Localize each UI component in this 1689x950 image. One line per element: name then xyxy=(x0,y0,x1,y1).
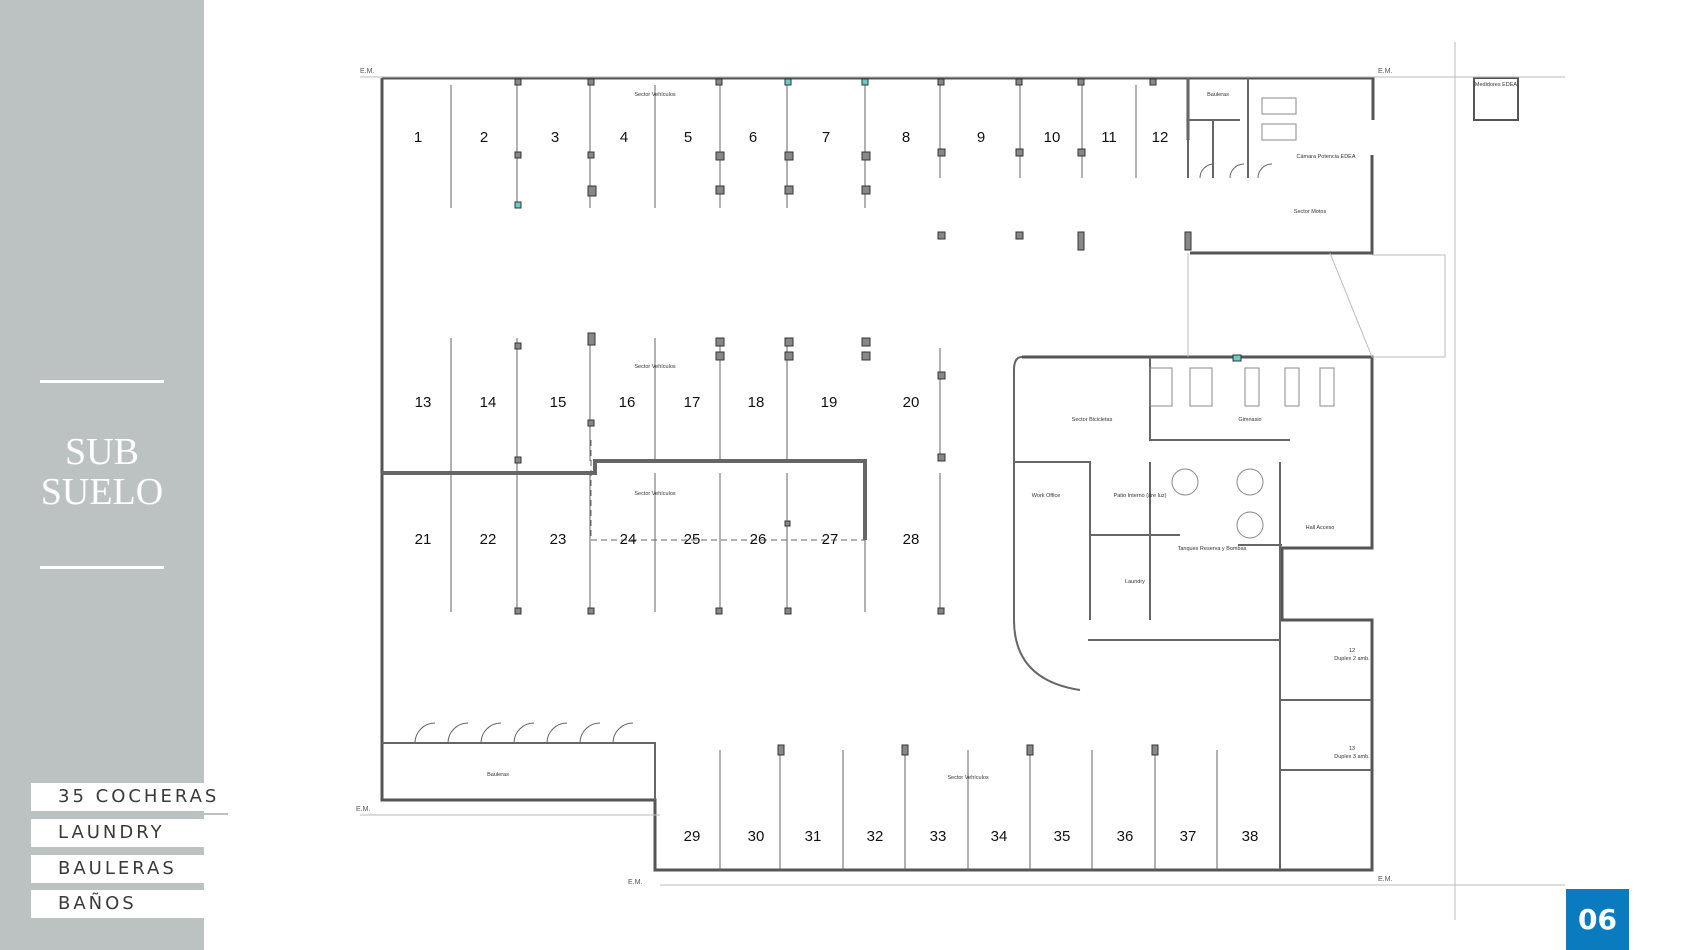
columns xyxy=(514,78,1192,756)
parking-spot-37: 37 xyxy=(1180,828,1197,845)
label-em-5: E.M. xyxy=(1378,876,1392,883)
parking-spot-3: 3 xyxy=(551,129,559,146)
parking-spot-22: 22 xyxy=(480,531,497,548)
parking-spot-15: 15 xyxy=(550,394,567,411)
label-sector-vehiculos-4: Sector Vehículos xyxy=(947,775,989,781)
parking-spot-30: 30 xyxy=(748,828,765,845)
label-sector-vehiculos-2: Sector Vehículos xyxy=(634,364,676,370)
parking-spot-28: 28 xyxy=(903,531,920,548)
parking-spot-16: 16 xyxy=(619,394,636,411)
feature-cocheras: 35 COCHERAS xyxy=(31,783,228,815)
cyan-markers xyxy=(514,78,1242,362)
label-sector-vehiculos-3: Sector Vehículos xyxy=(634,491,676,497)
parking-dividers xyxy=(450,85,1218,870)
label-hall: Hall Acceso xyxy=(1306,525,1335,531)
parking-spot-2: 2 xyxy=(480,129,488,146)
parking-spot-19: 19 xyxy=(821,394,838,411)
page-title-line2: SUELO xyxy=(40,471,164,513)
label-bauleras-1: Bauleras xyxy=(487,772,509,778)
parking-spot-5: 5 xyxy=(684,129,692,146)
parking-spot-27: 27 xyxy=(822,531,839,548)
feature-bauleras: BAULERAS xyxy=(31,855,204,887)
parking-spot-26: 26 xyxy=(750,531,767,548)
page-number-badge: 06 xyxy=(1566,889,1629,950)
parking-spot-7: 7 xyxy=(822,129,830,146)
page-title-line1: SUB xyxy=(65,431,139,473)
label-em-4: E.M. xyxy=(1378,68,1392,75)
parking-spot-36: 36 xyxy=(1117,828,1134,845)
parking-spot-32: 32 xyxy=(867,828,884,845)
parking-spot-6: 6 xyxy=(749,129,757,146)
label-duplex2: Duplex 2 amb. xyxy=(1334,656,1370,662)
label-sector-vehiculos-1: Sector Vehículos xyxy=(634,92,676,98)
label-laundry: Laundry xyxy=(1125,579,1145,585)
parking-spot-1: 1 xyxy=(414,129,422,146)
feature-laundry: LAUNDRY xyxy=(31,819,204,851)
label-gimnasio: Gimnasio xyxy=(1238,417,1261,423)
parking-spot-25: 25 xyxy=(684,531,701,548)
parking-spot-24: 24 xyxy=(620,531,637,548)
label-tanques: Tanques Reserva y Bombas xyxy=(1178,546,1247,552)
parking-spot-29: 29 xyxy=(684,828,701,845)
parking-spot-10: 10 xyxy=(1044,129,1061,146)
label-sector-motos: Sector Motos xyxy=(1294,209,1327,215)
parking-spot-33: 33 xyxy=(930,828,947,845)
parking-spot-31: 31 xyxy=(805,828,822,845)
divider-top xyxy=(40,380,164,383)
inner-walls xyxy=(382,78,1372,870)
label-work-office: Work Office xyxy=(1032,493,1061,499)
parking-spot-18: 18 xyxy=(748,394,765,411)
room-labels: Sector Vehículos Sector Vehículos Sector… xyxy=(356,68,1517,886)
label-patio: Patio Interno (áre luz) xyxy=(1114,493,1167,499)
parking-spot-21: 21 xyxy=(415,531,432,548)
parking-spot-20: 20 xyxy=(903,394,920,411)
parking-spot-35: 35 xyxy=(1054,828,1071,845)
feature-banos: BAÑOS xyxy=(31,890,204,922)
label-bauleras-2: Bauleras xyxy=(1207,92,1229,98)
label-num13: 13 xyxy=(1349,746,1355,752)
label-em-3: E.M. xyxy=(628,879,642,886)
divider-bottom xyxy=(40,566,164,569)
parking-spot-38: 38 xyxy=(1242,828,1259,845)
label-num12: 12 xyxy=(1349,648,1355,654)
bauleras-doors xyxy=(414,163,1273,744)
label-sector-bicicletas: Sector Bicicletas xyxy=(1072,417,1113,423)
parking-spot-9: 9 xyxy=(977,129,985,146)
label-medidores: Medidores EDEA xyxy=(1475,82,1518,88)
label-em-2: E.M. xyxy=(356,806,370,813)
label-duplex3: Duplex 3 amb. xyxy=(1334,754,1370,760)
parking-spot-23: 23 xyxy=(550,531,567,548)
parking-spot-13: 13 xyxy=(415,394,432,411)
parking-spot-17: 17 xyxy=(684,394,701,411)
parking-spot-14: 14 xyxy=(480,394,497,411)
parking-spot-4: 4 xyxy=(620,129,628,146)
label-camara: Cámara Potencia EDEA xyxy=(1297,154,1356,160)
label-em-1: E.M. xyxy=(360,68,374,75)
parking-spot-8: 8 xyxy=(902,129,910,146)
parking-spot-11: 11 xyxy=(1101,129,1117,146)
parking-spot-12: 12 xyxy=(1152,129,1169,146)
property-lines xyxy=(360,42,1565,920)
equipment xyxy=(1149,97,1335,539)
parking-spot-34: 34 xyxy=(991,828,1008,845)
